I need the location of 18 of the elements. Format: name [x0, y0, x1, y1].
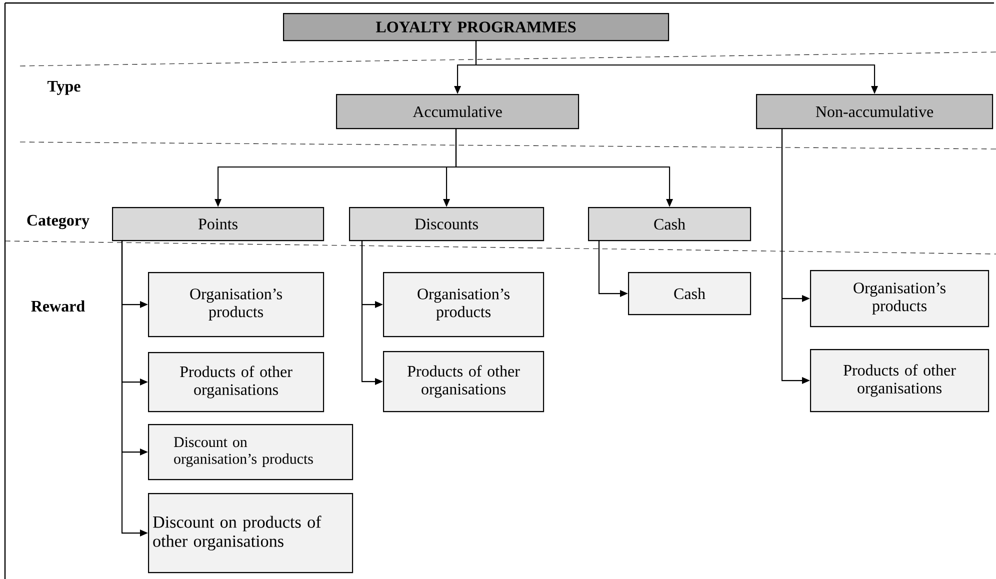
reward-box: Discount on organisation’s products [148, 424, 354, 480]
reward-box: Organisation’s products [810, 270, 990, 328]
title-box: LOYALTY PROGRAMMES [283, 13, 670, 42]
category-box: Accumulative [336, 94, 580, 130]
reward-box: Products of other organisations [383, 351, 544, 412]
category-box: Cash [588, 207, 752, 242]
category-box: Non-accumulative [756, 94, 994, 130]
category-box: Discounts [349, 207, 544, 242]
reward-box: Organisation’s products [148, 272, 324, 338]
category-box: Points [112, 207, 324, 242]
reward-box: Products of other organisations [148, 352, 324, 412]
reward-box: Organisation’s products [383, 272, 544, 338]
reward-box: Products of other organisations [810, 349, 990, 412]
level-label: Type [48, 81, 80, 95]
level-label: Category [27, 214, 90, 230]
reward-box: Discount on products of other organisations [148, 493, 354, 574]
reward-box: Cash [628, 272, 752, 316]
level-label: Reward [31, 300, 85, 312]
